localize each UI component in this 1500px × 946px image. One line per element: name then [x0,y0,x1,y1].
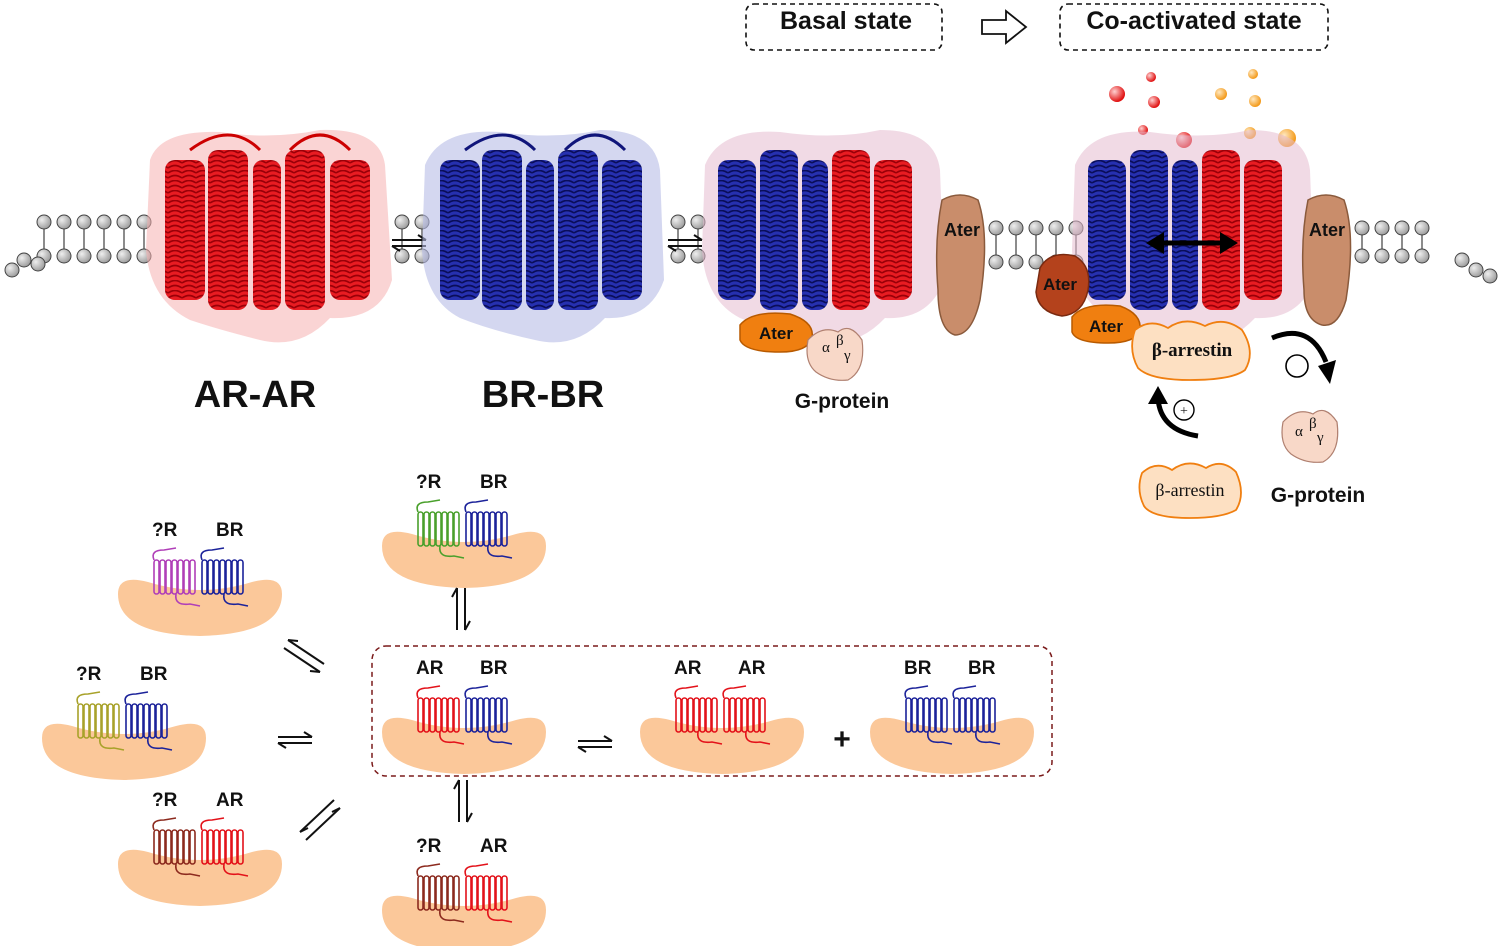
unit-brr-ar-label-left: ?R [152,790,178,811]
unit-pr-br-receptor-right [200,547,249,607]
unit-ar-ar-receptor-left [674,685,723,745]
ater-label-2: Ater [759,324,793,343]
ater-orange-coactivated: Ater [1071,304,1141,344]
unit-ar-br-label-right: BR [480,658,508,679]
curved-arrow-release-icon [1271,331,1336,384]
unit-brr-ar-2-label-right: AR [480,836,508,857]
br-br-dimer [422,130,664,343]
g-protein-icon: α β γ [806,327,864,381]
ater-label: Ater [944,220,980,240]
unit-or-br-receptor-right [124,691,173,751]
beta-symbol: β [836,333,844,349]
ar-ar-label: AR-AR [194,374,316,416]
ar-ar-dimer [146,129,392,343]
unit-gr-br-label-left: ?R [416,472,442,493]
ater-dark-allosteric: Ater [1035,253,1090,317]
ater-label-4: Ater [1043,275,1077,294]
coactivated-state-box: Co-activated state [1059,3,1329,51]
g-protein-label-2: G-protein [1271,484,1366,507]
unit-brr-ar-2-receptor-right [464,863,513,923]
beta-arrestin-label-2: β-arrestin [1155,480,1224,500]
coactivated-state-label: Co-activated state [1086,7,1301,35]
beta-arrestin-free: β-arrestin [1138,462,1242,519]
unit-ar-br-receptor-right [464,685,513,745]
beta-arrestin-bound: β-arrestin [1131,320,1251,381]
g-protein-label: G-protein [795,390,890,413]
plus-label: + [833,723,851,756]
ater-brown-allosteric: Ater [935,194,986,336]
unit-or-br-label-right: BR [140,664,168,685]
unit-or-br-label-left: ?R [76,664,102,685]
alpha-symbol: α [822,340,830,356]
gamma-symbol: γ [843,348,851,364]
unit-ar-ar-label-left: AR [674,658,702,679]
alpha-symbol-2: α [1295,424,1303,440]
horizontal-equilibrium-arrow-center-icon [577,735,613,753]
unit-br-br-label-right: BR [968,658,996,679]
basal-state-box: Basal state [745,3,943,51]
curved-arrow-recruit-icon: + [1148,386,1199,439]
ater-label-3: Ater [1309,220,1345,240]
unit-br-br-receptor-right [952,685,1001,745]
beta-symbol-2: β [1309,416,1317,432]
vertical-equilibrium-arrow-top-icon [451,587,471,631]
unit-br-br-label-left: BR [904,658,932,679]
basal-state-label: Basal state [780,7,912,35]
gamma-symbol-2: γ [1316,430,1324,446]
diagonal-equilibrium-arrow-lower-icon [299,799,341,841]
unit-ar-br-label-left: AR [416,658,444,679]
unit-pr-br-receptor-left [152,547,201,607]
bottom-scheme: ?R BR ?R BR ?R BR ?R AR AR BR AR AR BR BR ?R AR [42,472,1034,946]
unit-or-br-receptor-left [76,691,125,751]
unit-pr-br-label-left: ?R [152,520,178,541]
diagonal-equilibrium-arrow-upper-icon [283,639,325,673]
unit-gr-br-label-right: BR [480,472,508,493]
unit-br-br-receptor-left [904,685,953,745]
coactivated-heterodimer [1072,130,1314,343]
unit-brr-ar-receptor-left [152,817,201,877]
unit-pr-br-label-right: BR [216,520,244,541]
vertical-equilibrium-arrow-bottom-icon [453,779,473,823]
hollow-right-arrow-icon [981,9,1028,45]
basal-ar-br-heterodimer [702,130,944,343]
unit-brr-ar-2-label-left: ?R [416,836,442,857]
ater-label-5: Ater [1089,317,1123,336]
central-equilibrium-box [371,645,1053,777]
ater-brown-allosteric-2: Ater [1301,194,1352,327]
unit-brr-ar-2-receptor-left [416,863,465,923]
unit-gr-br-receptor-right [464,499,513,559]
double-headed-arrow-icon [1146,232,1238,254]
beta-arrestin-label: β-arrestin [1152,340,1233,361]
horizontal-equilibrium-arrow-left-icon [277,731,313,749]
unit-ar-br-receptor-left [416,685,465,745]
unit-ar-ar-label-right: AR [738,658,766,679]
plus-sign: + [1180,404,1188,419]
br-br-label: BR-BR [482,374,604,416]
unit-brr-ar-label-right: AR [216,790,244,811]
g-protein-released-icon: α β γ [1281,409,1339,463]
unit-gr-br-receptor-left [416,499,465,559]
unit-ar-ar-receptor-right [722,685,771,745]
ater-orange-basal: Ater [739,312,814,353]
unit-brr-ar-receptor-right [200,817,249,877]
